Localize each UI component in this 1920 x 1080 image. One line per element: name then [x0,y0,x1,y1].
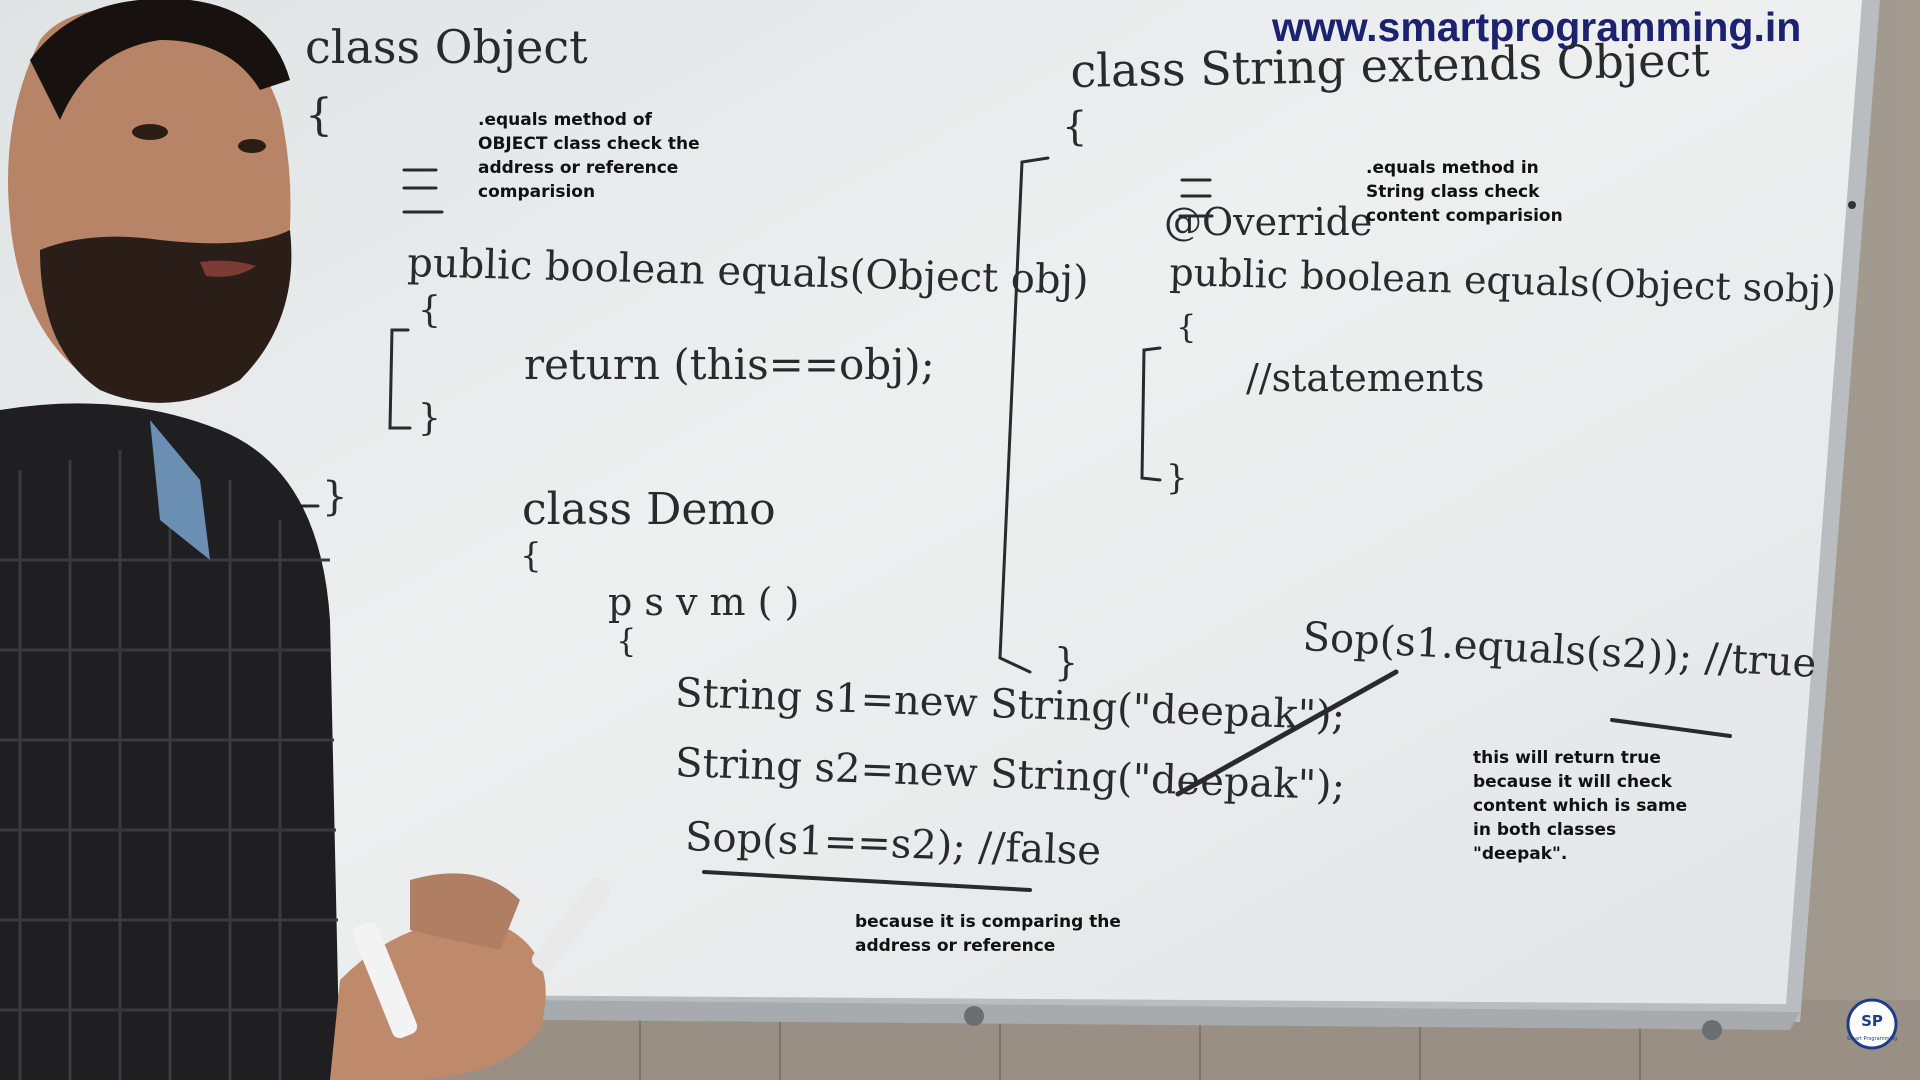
channel-logo-text: Smart Programming [1847,1036,1897,1042]
string-method-close-brace: } [1166,458,1188,498]
instructor-collar [150,420,210,560]
instructor-hand-upper [410,873,520,950]
demo-class-open-brace: { [520,536,542,576]
instructor-eye [238,139,266,153]
string-statements-comment: //statements [1246,356,1485,400]
object-return-statement: return (this==obj); [524,340,935,389]
object-class-close-brace: } [322,474,348,520]
channel-logo: SP Smart Programming [1846,998,1898,1050]
marker-tray [300,998,1800,1030]
caption-false-reason: because it is comparing the address or r… [855,912,1121,956]
large-demo-bracket [998,156,1050,674]
pointer-line [1175,669,1399,797]
channel-logo-abbrev: SP [1861,1012,1883,1030]
false-underline [702,870,1032,892]
string-method-open-brace: { [1176,308,1197,346]
instructor [0,0,613,1080]
string-class-heading: class String extends Object [1070,32,1711,98]
caption-string-equals: .equals method in String class check con… [1366,158,1563,226]
demo-main-signature: p s v m ( ) [608,580,800,624]
board-bracket [964,1006,984,1026]
marker-held-up [531,877,613,973]
whiteboard [0,0,1862,1004]
left-equals-marks [402,168,444,214]
object-method-close-brace: } [418,398,441,439]
website-url: www.smartprogramming.in [1272,4,1802,50]
instructor-eye [132,124,168,140]
board-screw [1848,201,1856,209]
instructor-mouth [200,260,256,277]
object-method-open-brace: { [418,290,441,331]
instructor-hair [30,0,290,120]
object-class-heading: class Object [305,20,588,74]
object-class-open-brace: { [305,90,333,141]
board-bracket [1702,1020,1722,1040]
right-method-bracket [1140,346,1162,482]
demo-close-brace: } [1054,640,1079,684]
override-annotation: @Override [1164,200,1373,244]
demo-main-open-brace: { [616,622,637,660]
caption-object-equals: .equals method of OBJECT class check the… [478,110,700,202]
right-equals-marks [1178,178,1214,218]
left-method-bracket [388,328,412,430]
caption-true-reason: this will return true because it will ch… [1473,748,1688,864]
marker-in-hand [352,921,418,1039]
jacket-check-pattern [0,450,340,1080]
true-underline [1610,718,1732,738]
demo-class-heading: class Demo [522,484,776,535]
string-class-open-brace: { [1062,104,1088,150]
